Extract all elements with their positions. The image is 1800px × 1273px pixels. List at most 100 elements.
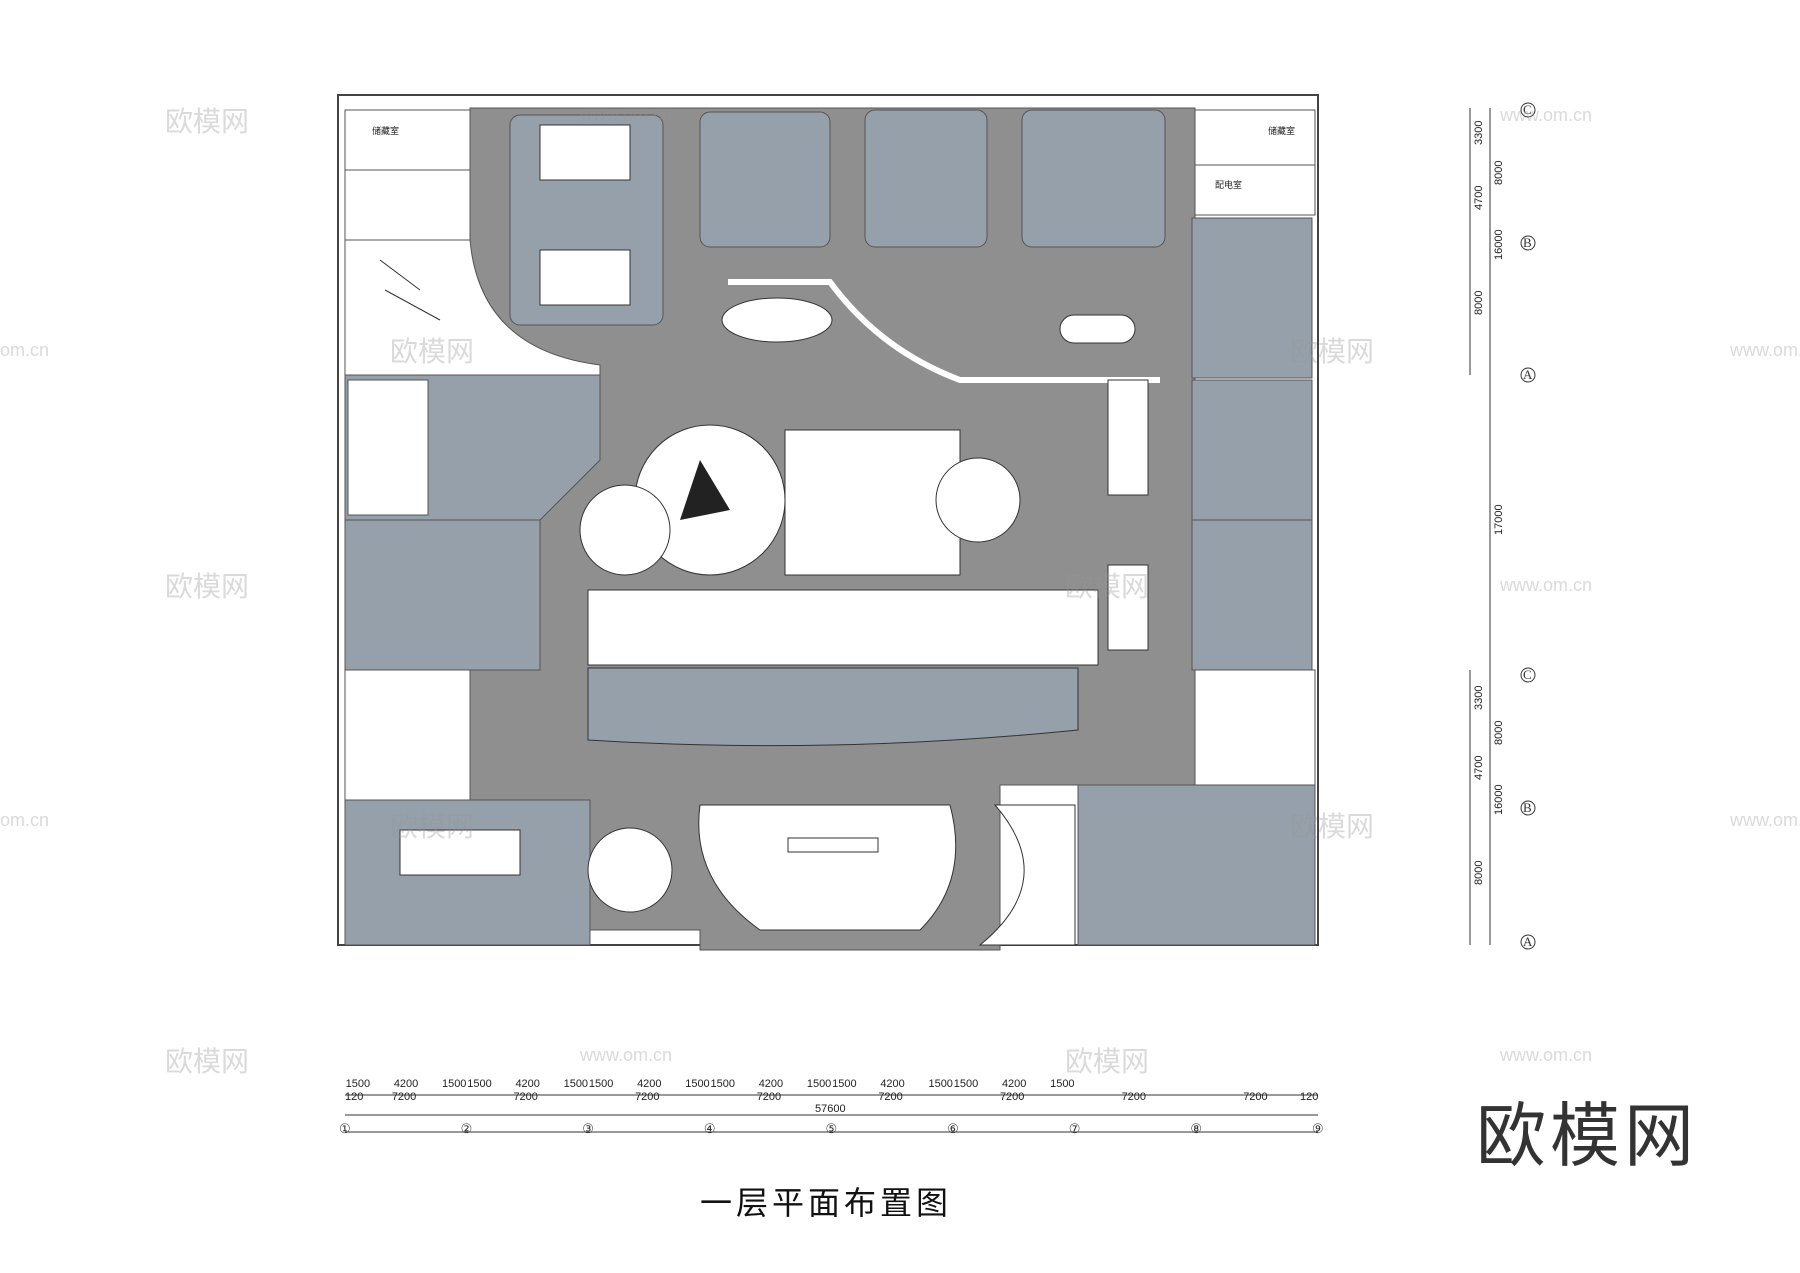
bottom-segment-dim: 4200 [394, 1078, 418, 1090]
lounge-ellipse [721, 297, 833, 343]
dim-right-upper-inner: 8000 [1493, 161, 1505, 185]
round-platform [935, 457, 1021, 543]
dim-right-upper-4700: 4700 [1473, 186, 1485, 210]
bottom-bay-dim: 7200 [878, 1091, 902, 1103]
dim-right-upper-8000: 8000 [1473, 291, 1485, 315]
axis-number-label: ⑧ [1190, 1121, 1202, 1136]
office-block-2 [699, 111, 831, 248]
dim-right-lower-3300: 3300 [1473, 686, 1485, 710]
axis-number-label: ⑥ [947, 1121, 959, 1136]
dim-right-upper-total: 16000 [1493, 229, 1505, 260]
storage-room-right [1194, 109, 1316, 166]
axis-number-label: ③ [582, 1121, 594, 1136]
axis-c-marker-lower [1520, 667, 1536, 683]
bottom-segment-dim: 1500 [928, 1078, 952, 1090]
left-utility-rooms [344, 669, 471, 801]
curved-wall [728, 279, 1160, 383]
palm-tree-icon [680, 460, 730, 520]
right-lounge-zone [1191, 519, 1313, 671]
axis-number-label: ⑦ [1069, 1121, 1081, 1136]
bottom-bay-dim: 7200 [1243, 1091, 1267, 1103]
right-meeting-zone [1191, 217, 1313, 379]
lobby-glass-line [384, 289, 441, 321]
entrance-rotunda [698, 804, 957, 931]
atrium-small-circle [579, 484, 671, 576]
bottom-segment-dim: 4200 [637, 1078, 661, 1090]
axis-number-label: ⑤ [826, 1121, 838, 1136]
bottom-segment-dim: 4200 [759, 1078, 783, 1090]
bottom-segment-dim: 1500 [1050, 1078, 1074, 1090]
brand-logo: 欧模网 [1476, 1095, 1698, 1177]
axis-c-lower-label: C [1523, 667, 1532, 682]
axis-b-marker-upper [1520, 235, 1536, 251]
lobby-glass-line [379, 259, 421, 291]
bottom-segment-dim: 1500 [954, 1078, 978, 1090]
bottom-segment-dim: 1500 [564, 1078, 588, 1090]
bottom-bay-dim: 7200 [513, 1091, 537, 1103]
bottom-segment-dim: 1500 [467, 1078, 491, 1090]
dim-right-lower-total: 16000 [1493, 784, 1505, 815]
dim-right-middle-total: 17000 [1493, 504, 1505, 535]
office-block-3 [864, 109, 988, 248]
storage-room-left-label: 储藏室 [372, 125, 399, 136]
power-room [1194, 164, 1316, 216]
axis-a-marker-lower [1520, 934, 1536, 950]
axis-a-upper-label: A [1523, 367, 1533, 382]
dim-right-lower-inner: 8000 [1493, 721, 1505, 745]
reception-desk [787, 837, 879, 853]
bottom-bay-dim: 7200 [757, 1091, 781, 1103]
round-room [587, 827, 673, 913]
left-lobby [344, 239, 601, 376]
storage-room-right-label: 储藏室 [1268, 125, 1295, 136]
bottom-bay-dim: 7200 [1000, 1091, 1024, 1103]
axis-number-label: ⑨ [1312, 1121, 1324, 1136]
axis-a-marker-upper [1520, 367, 1536, 383]
bottom-segment-dim: 1500 [442, 1078, 466, 1090]
stair-upper [1107, 379, 1149, 496]
office-block-4 [1021, 109, 1166, 248]
display-strip [587, 589, 1099, 666]
axis-number-label: ② [461, 1121, 473, 1136]
axis-c-marker-upper [1520, 102, 1536, 118]
bottom-segment-dim: 1500 [832, 1078, 856, 1090]
bottom-segment-dim: 1500 [589, 1078, 613, 1090]
power-room-label: 配电室 [1215, 179, 1242, 190]
auditorium [784, 429, 961, 576]
right-curved-garden [978, 804, 1076, 946]
edge-right-dim: 120 [1300, 1091, 1318, 1103]
meeting-table [1059, 314, 1136, 344]
bottom-segment-dim: 4200 [515, 1078, 539, 1090]
left-workstation-zone [344, 519, 541, 671]
axis-b-upper-label: B [1523, 235, 1532, 250]
dim-right-lower-8000: 8000 [1473, 861, 1485, 885]
conference-table [399, 829, 521, 876]
stair-lower [1107, 564, 1149, 651]
bottom-bay-dim: 7200 [635, 1091, 659, 1103]
bottom-segment-dim: 4200 [880, 1078, 904, 1090]
right-workstation-zone [1191, 379, 1313, 521]
bottom-segment-dim: 4200 [1002, 1078, 1026, 1090]
axis-number-label: ④ [704, 1121, 716, 1136]
axis-number-label: ① [339, 1121, 351, 1136]
axis-a-lower-label: A [1523, 934, 1533, 949]
bottom-segment-dim: 1500 [685, 1078, 709, 1090]
bottom-bay-dim: 7200 [1122, 1091, 1146, 1103]
plan-title: 一层平面布置图 [700, 1184, 953, 1222]
right-bottom-lounge [1077, 784, 1316, 946]
bottom-bay-dim: 7200 [392, 1091, 416, 1103]
office-room [539, 124, 631, 181]
axis-b-marker-lower [1520, 800, 1536, 816]
right-utility-rooms [1194, 669, 1316, 786]
bottom-segment-dim: 1500 [807, 1078, 831, 1090]
dim-right-lower-4700: 4700 [1473, 756, 1485, 780]
lower-workstation-strip [587, 667, 1079, 747]
axis-b-lower-label: B [1523, 800, 1532, 815]
edge-left-dim: 120 [345, 1091, 363, 1103]
left-utility-room [344, 169, 471, 241]
office-room [539, 249, 631, 306]
axis-c-upper-label: C [1523, 102, 1532, 117]
dim-right-upper-3300: 3300 [1473, 121, 1485, 145]
total-dim: 57600 [815, 1103, 846, 1115]
bottom-segment-dim: 1500 [711, 1078, 735, 1090]
